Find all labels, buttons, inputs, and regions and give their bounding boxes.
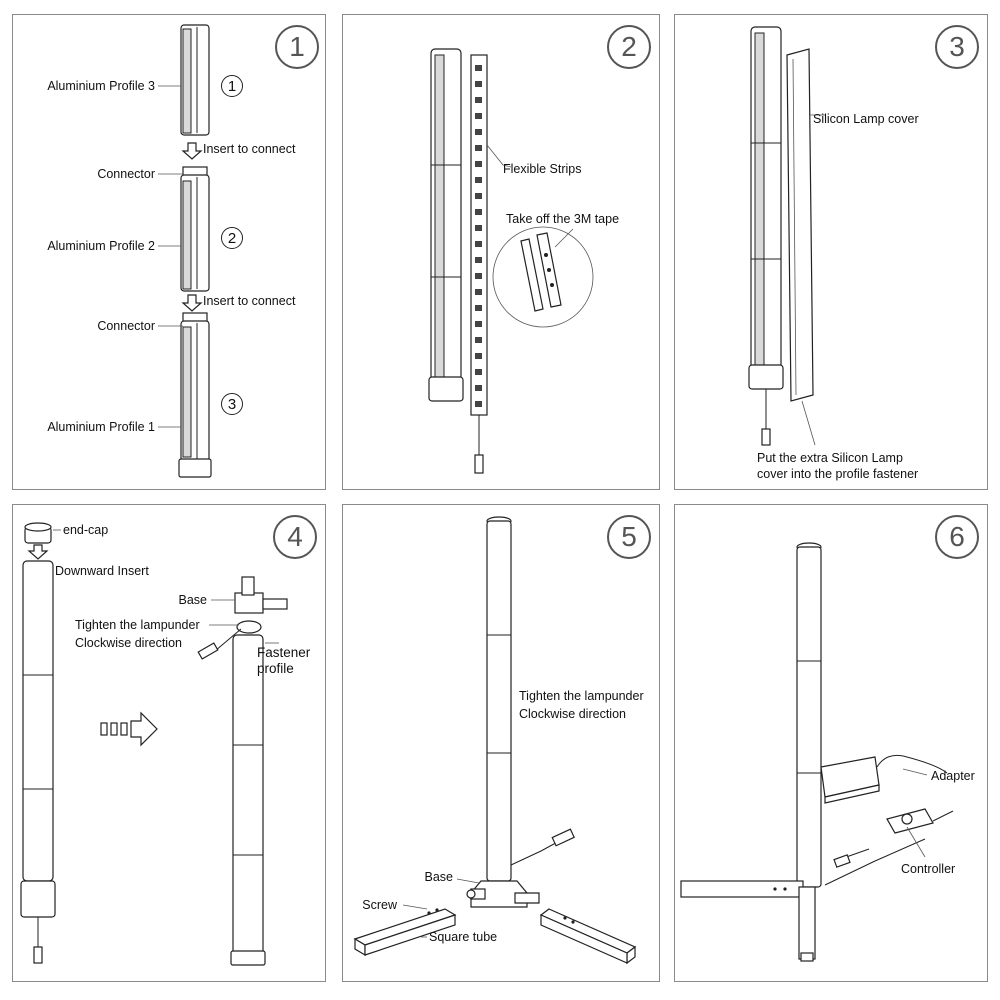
step-number-badge: 3 [935,25,979,69]
step-3-drawing [748,26,825,446]
label-square-tube: Square tube [429,930,498,944]
step-2-drawing [428,48,594,474]
step-5-drawing [353,516,637,965]
label-take-off-3m-tape: Take off the 3M tape [506,212,620,226]
step-number-badge: 5 [607,515,651,559]
circled-number: 2 [221,227,243,249]
step-number-badge: 6 [935,515,979,559]
label-base: Base [424,870,454,884]
step-2-panel: 2 Flexible Strips Take off the 3M tape [342,14,660,490]
label-put-extra-cover: Put the extra Silicon Lamp cover into th… [757,451,919,481]
label-clockwise-direction: Clockwise direction [75,636,182,650]
label-controller: Controller [901,862,956,876]
step-4-panel: 4 end-cap Downward Insert Base Tighten t… [12,504,326,982]
step-number-badge: 2 [607,25,651,69]
label-screw: Screw [362,898,397,912]
label-insert-to-connect: Insert to connect [203,294,296,308]
label-downward-insert: Downward Insert [55,564,149,578]
step-3-panel: 3 Silicon Lamp cover Put the extra Silic… [674,14,988,490]
label-connector: Connector [97,319,155,333]
circled-number: 3 [221,393,243,415]
step-6-drawing [680,542,954,962]
label-clockwise-direction: Clockwise direction [519,707,626,721]
label-aluminium-profile-3: Aluminium Profile 3 [47,79,155,93]
step-1-drawing [158,24,212,478]
step-4-drawing [20,522,288,966]
circled-number: 1 [221,75,243,97]
step-6-panel: 6 Adapter Controller [674,504,988,982]
label-fastener-profile: Fastener profile [257,645,311,676]
label-insert-to-connect: Insert to connect [203,142,296,156]
label-tighten-lampunder: Tighten the lampunder [519,689,644,703]
label-connector: Connector [97,167,155,181]
label-aluminium-profile-2: Aluminium Profile 2 [47,239,155,253]
label-silicon-lamp-cover: Silicon Lamp cover [813,112,919,126]
label-aluminium-profile-1: Aluminium Profile 1 [47,420,155,434]
label-tighten-lampunder: Tighten the lampunder [75,618,200,632]
step-5-panel: 5 Tighten the lampunder Clockwise direct… [342,504,660,982]
label-flexible-strips: Flexible Strips [503,162,582,176]
label-end-cap: end-cap [63,523,109,537]
step-number-badge: 4 [273,515,317,559]
label-adapter: Adapter [931,769,975,783]
label-base: Base [178,593,208,607]
step-1-panel: 1 Aluminium Profile 3 1 Insert to connec… [12,14,326,490]
step-number-badge: 1 [275,25,319,69]
